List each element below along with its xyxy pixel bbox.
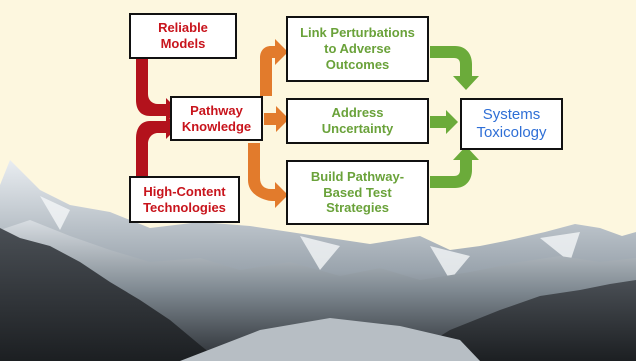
valley-floor [180,318,480,361]
address-uncertainty-label: Address Uncertainty [321,105,394,136]
reliable-models-label: Reliable Models [158,20,208,51]
dark-left-ridge [0,228,220,361]
arrow-link-perturbations-to-goal [430,46,479,90]
step-box-build-pathway: Build Pathway- Based Test Strategies [286,160,429,225]
arrow-build-pathway-to-goal [430,146,479,188]
arrow-reliable-models-to-hub [136,58,178,122]
link-perturbations-label: Link Perturbations to Adverse Outcomes [300,25,415,72]
step-box-address-uncertainty: Address Uncertainty [286,98,429,144]
arrow-hub-to-address-uncertainty [264,106,289,132]
input-box-reliable-models: Reliable Models [129,13,237,59]
step-box-link-perturbations: Link Perturbations to Adverse Outcomes [286,16,429,82]
snow-streaks [40,196,580,280]
arrow-hub-to-link-perturbations [248,39,288,96]
systems-toxicology-label: Systems Toxicology [476,105,547,141]
input-box-high-content-technologies: High-Content Technologies [129,176,240,223]
arrow-address-uncertainty-to-goal [430,110,458,134]
arrow-hub-to-build-pathway [248,143,288,208]
goal-box-systems-toxicology: Systems Toxicology [460,98,563,150]
high-content-label: High-Content Technologies [143,183,226,215]
pathway-knowledge-label: Pathway Knowledge [181,102,252,134]
arrow-high-content-to-hub [136,115,178,178]
build-pathway-label: Build Pathway- Based Test Strategies [310,168,405,216]
hub-box-pathway-knowledge: Pathway Knowledge [170,96,263,141]
